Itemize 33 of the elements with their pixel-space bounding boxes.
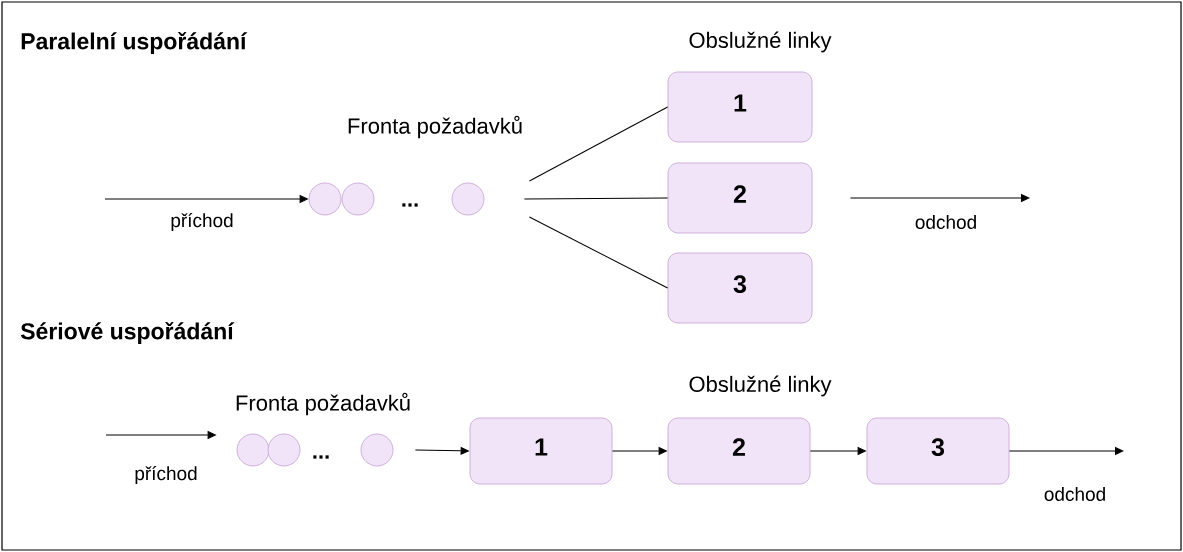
edge-label: odchod [915,215,976,229]
arrow [414,447,469,455]
service-box: 3 [866,417,1010,485]
group-label: Fronta požadavků [236,392,410,416]
queue-circle [236,433,270,467]
service-box: 2 [667,162,813,234]
queue-circle [360,433,394,467]
service-box: 2 [667,417,811,485]
connector-line [528,216,669,289]
group-label: Obslužné linky [689,375,832,397]
section-heading: Sériové uspořádání [20,322,235,344]
ellipsis: ... [402,203,418,207]
arrow [849,194,1030,202]
service-box: 3 [667,252,813,324]
connector-line [523,197,669,200]
service-box: 1 [469,417,613,485]
edge-label: příchod [171,213,233,231]
queue-circle [341,182,375,216]
arrow [809,447,866,455]
edge-label: odchod [1044,487,1105,501]
service-box: 1 [667,71,813,143]
connector-line [528,106,669,182]
arrow [1008,447,1124,455]
queue-circle [308,182,342,216]
ellipsis: ... [313,455,329,459]
arrow [105,431,216,439]
section-heading: Paralelní uspořádání [21,32,248,54]
arrow [104,195,308,203]
edge-label: příchod [135,466,197,484]
arrow [611,447,667,455]
group-label: Fronta požadavků [348,115,522,139]
queue-circle [267,433,301,467]
queue-circle [451,182,485,216]
